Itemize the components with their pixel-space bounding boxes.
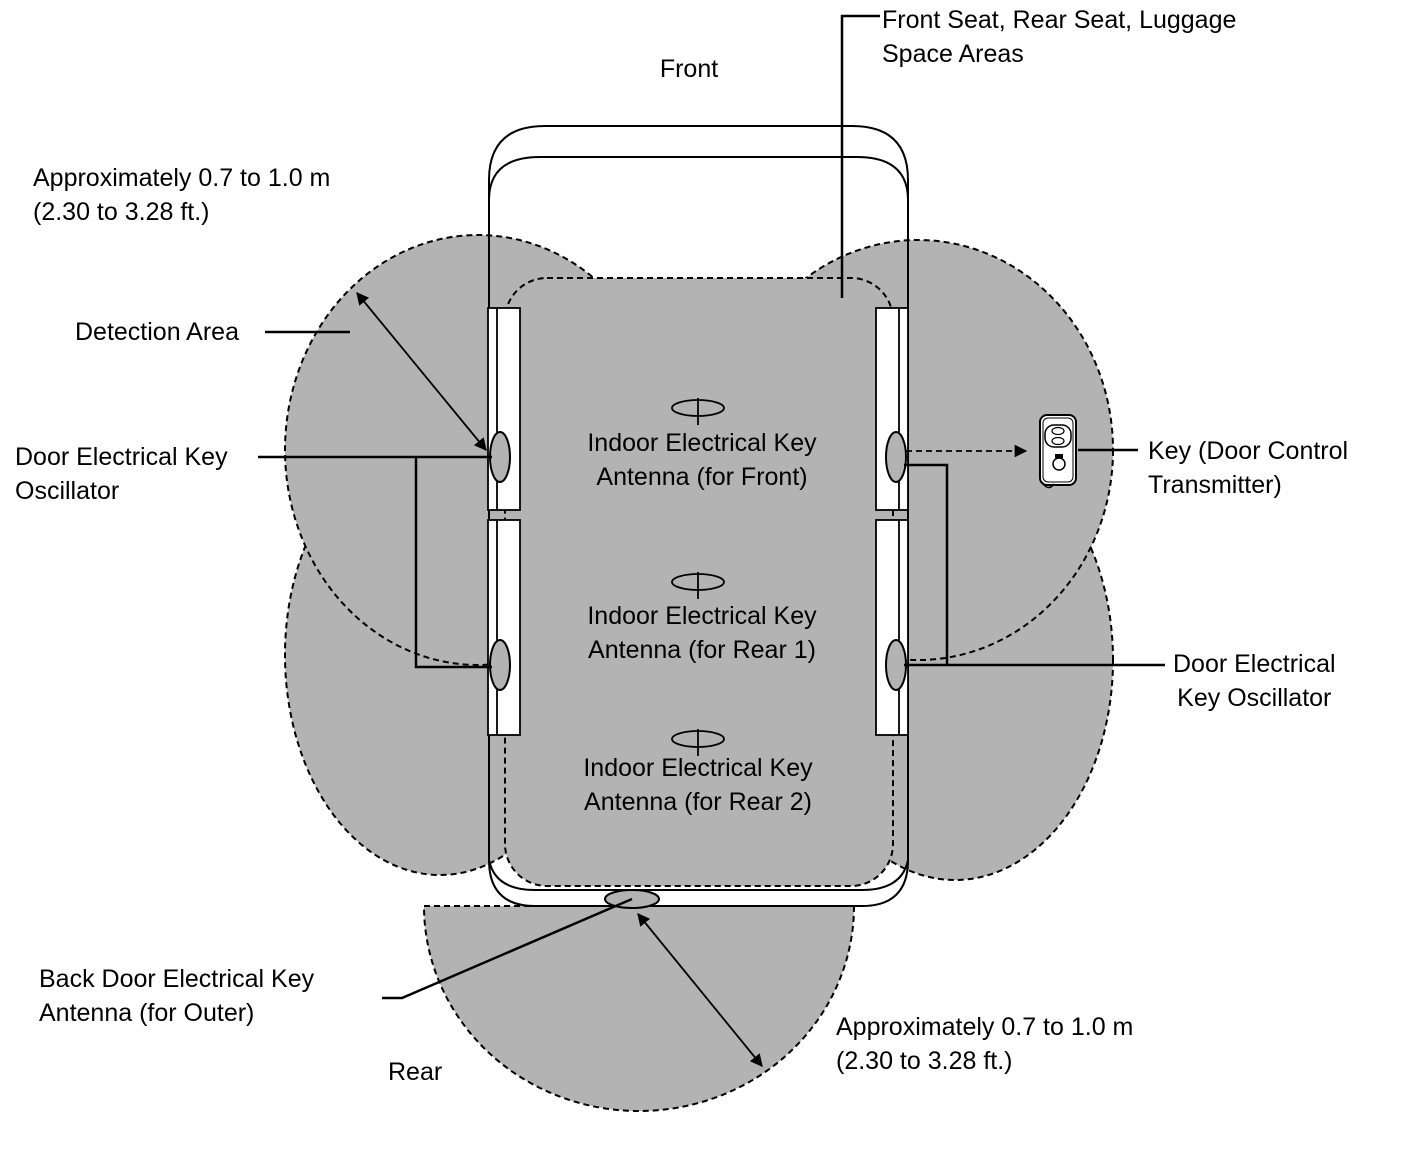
leader-seat-areas	[840, 14, 880, 298]
label-distance-top: Approximately 0.7 to 1.0 m (2.30 to 3.28…	[33, 164, 331, 226]
label-seat-areas: Front Seat, Rear Seat, Luggage Space Are…	[882, 6, 1237, 68]
distance-arrow-top	[356, 292, 487, 451]
leader-lines	[258, 14, 1165, 1067]
distance-arrow-bottom	[637, 913, 763, 1067]
leader-door-osc-left-rear	[414, 457, 492, 669]
label-back-door: Back Door Electrical Key Antenna (for Ou…	[39, 965, 315, 1027]
label-indoor-rear2: Indoor Electrical Key Antenna (for Rear …	[583, 754, 813, 816]
key-fob-icon	[1039, 414, 1077, 489]
label-front: Front	[659, 55, 719, 83]
vehicle-roof-line	[488, 156, 909, 201]
vehicle-rear-bumper-line	[488, 859, 909, 891]
leader-back-door	[382, 897, 633, 1000]
detection-areas	[284, 234, 1114, 1112]
label-distance-bottom: Approximately 0.7 to 1.0 m (2.30 to 3.28…	[836, 1013, 1134, 1075]
leader-door-osc-right-front	[904, 463, 949, 665]
label-key: Key (Door Control Transmitter)	[1148, 437, 1349, 499]
oscillator-rear-right	[885, 639, 907, 691]
label-door-osc-right: Door Electrical Key Oscillator	[1173, 650, 1336, 712]
oscillator-front-left	[489, 431, 511, 483]
label-indoor-front: Indoor Electrical Key Antenna (for Front…	[587, 429, 817, 491]
detection-area-rear-door	[422, 905, 856, 1112]
oscillator-rear-left	[489, 639, 511, 691]
door-rear-left	[487, 519, 521, 736]
oscillator-front-right	[885, 431, 907, 483]
door-rear-right	[875, 519, 909, 736]
label-detection-area: Detection Area	[75, 318, 239, 346]
label-rear: Rear	[388, 1058, 443, 1086]
label-indoor-rear1: Indoor Electrical Key Antenna (for Rear …	[587, 602, 817, 664]
indoor-antennas	[671, 398, 725, 756]
label-door-osc-left: Door Electrical Key Oscillator	[15, 443, 228, 505]
